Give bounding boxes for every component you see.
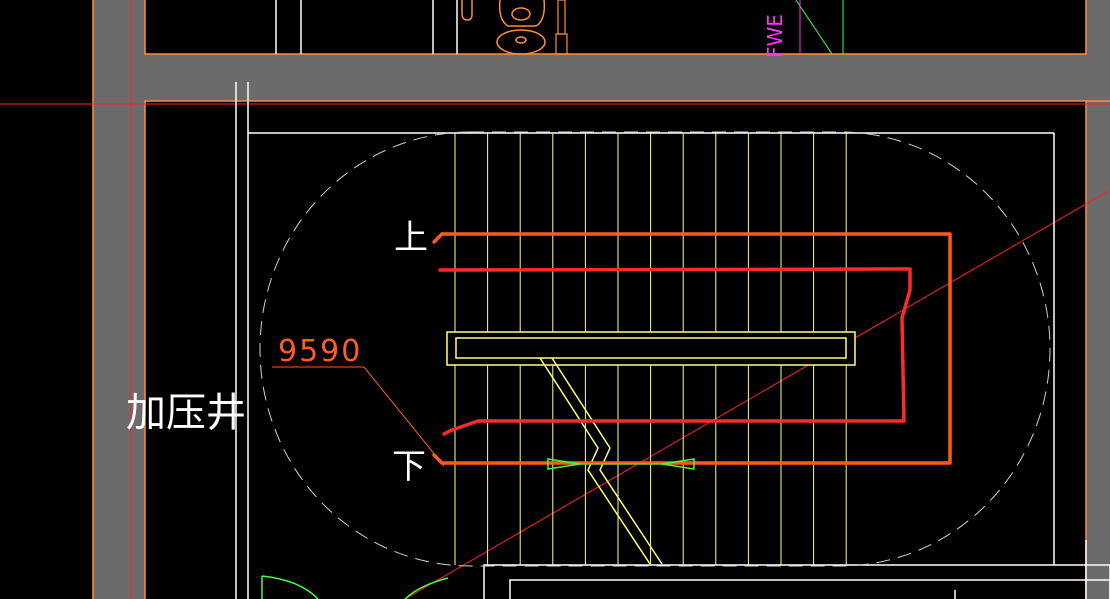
dashed-oval-outline [259,131,1051,567]
route-inner [438,267,912,436]
dimension-pointer [363,366,445,467]
handrail-outer [446,331,856,366]
toilet-drain [515,36,527,44]
door-swing-left [261,575,319,599]
room-outlines [92,0,1110,599]
up-label: 上 [394,218,428,258]
dimension-label: 9590 [278,334,362,369]
break-line-b [551,357,663,565]
pressurization-shaft-label: 加压井 [126,390,246,436]
dimension-leader [272,366,445,467]
marker-right [661,458,695,470]
hook-fixture [461,0,473,21]
stair-room-outline [144,100,1087,599]
down-label: 下 [392,447,426,487]
marker-left [547,458,581,470]
toilet-tank [498,0,546,27]
landing-block [483,564,1110,599]
route-arrow-up [432,232,444,244]
green-diagonal [795,0,833,55]
stair-inner-walls [235,82,1110,599]
upper-room-fixtures: FWE [275,0,844,58]
handrail-inner [455,337,847,359]
pipe-valve [555,33,568,55]
wall-vertical-right [1086,0,1110,599]
door-symbols [261,458,695,599]
toilet-button [511,7,531,21]
wall-horizontal-top [93,54,1110,101]
landing-block-inner [509,579,1110,599]
route-outer [440,232,952,465]
upper-room-outline [144,0,1087,55]
stair-handrail [446,331,856,565]
diagonal-leader-line [404,189,1110,599]
toilet-bowl [496,29,546,55]
door-swing-right [404,577,449,599]
break-line-a [539,357,651,565]
magenta-annotation: FWE [763,14,787,58]
